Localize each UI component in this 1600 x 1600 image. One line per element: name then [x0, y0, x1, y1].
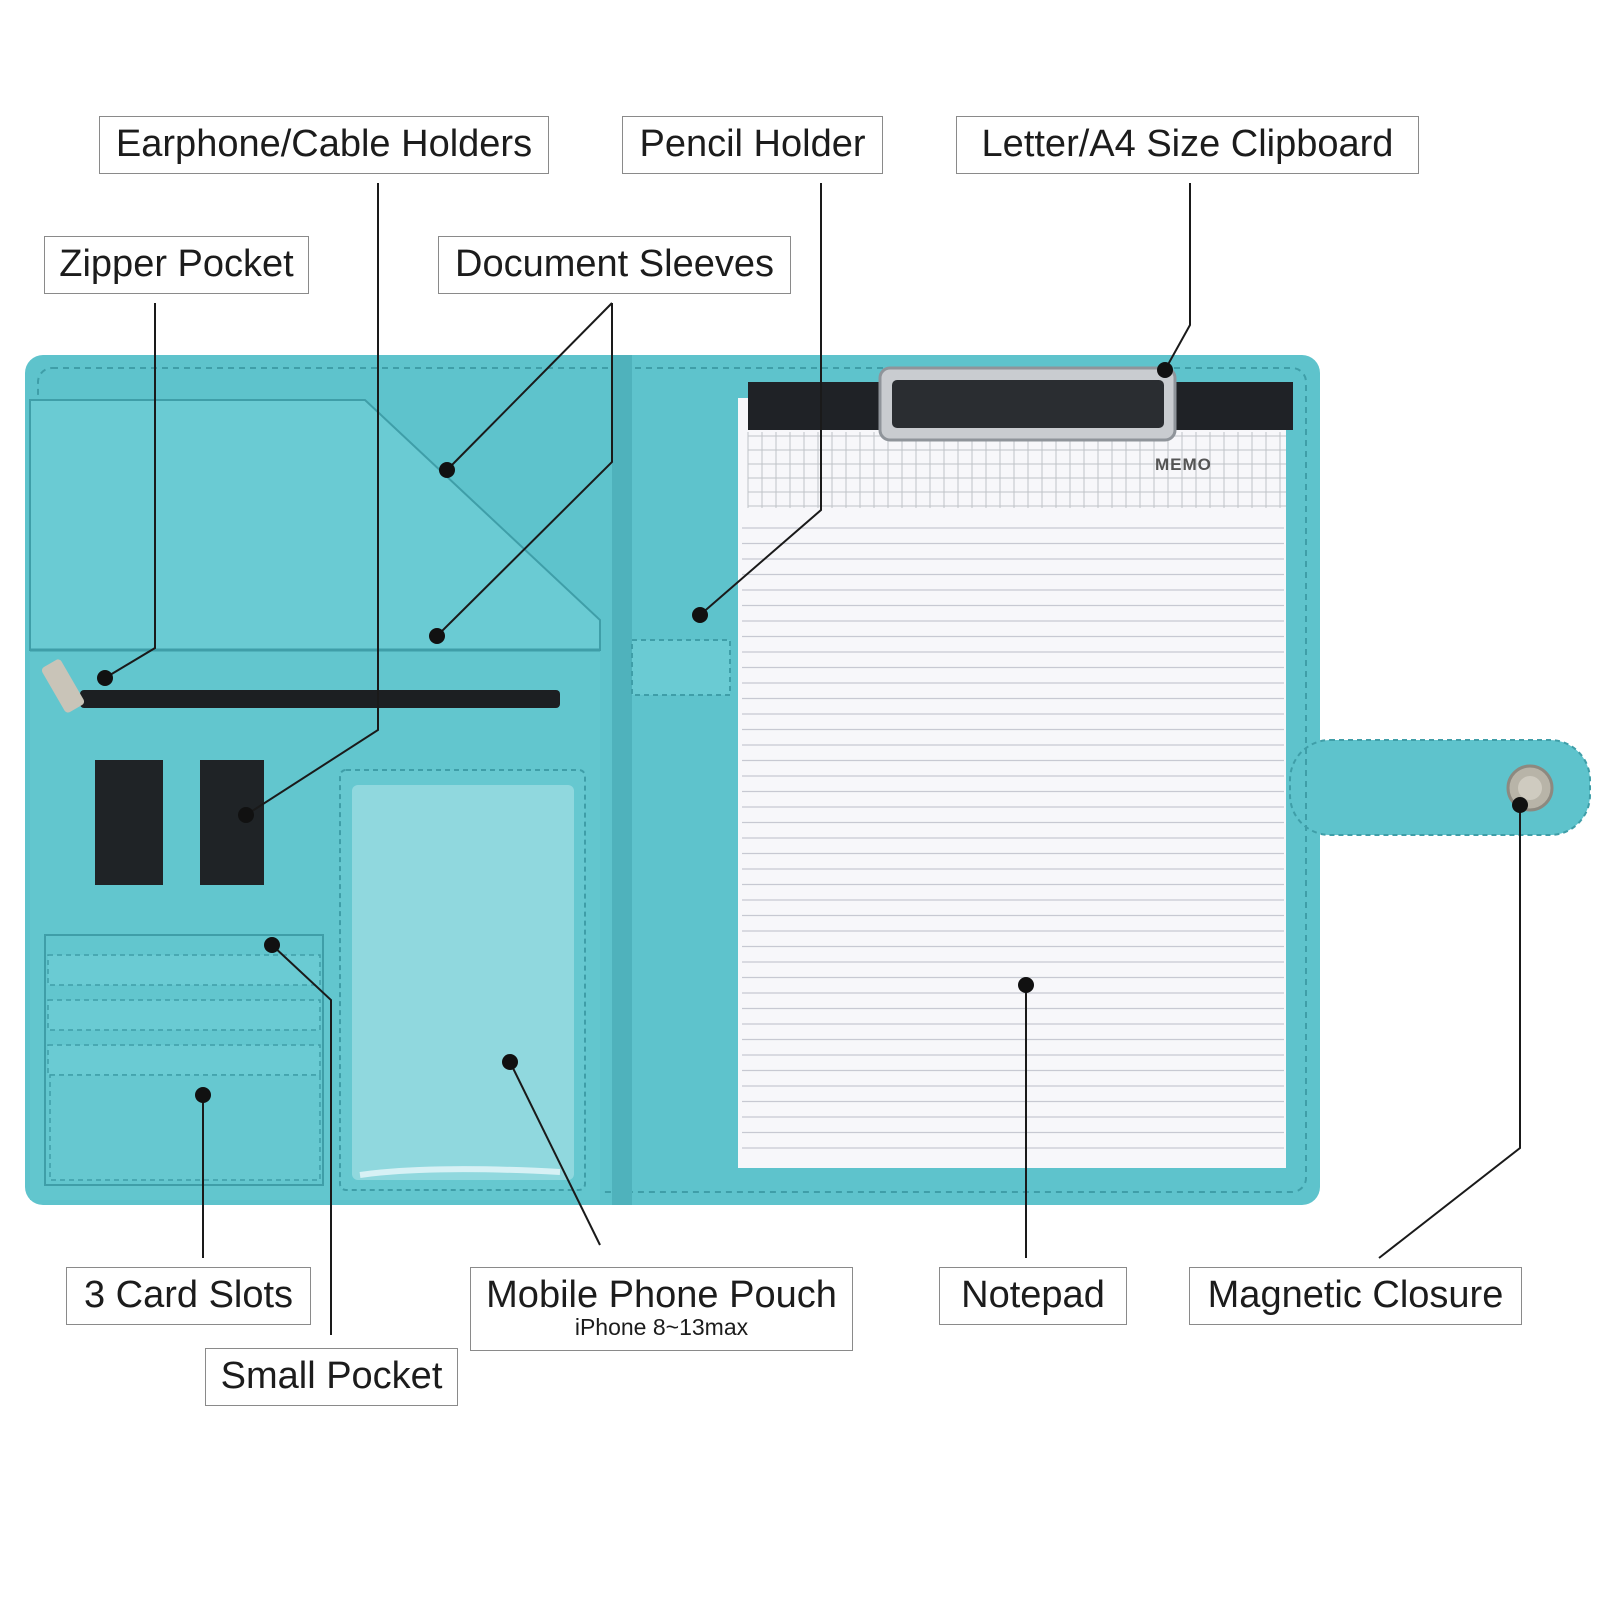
- document-sleeve-upper: [29, 399, 601, 651]
- small-pocket-dot: [264, 937, 280, 953]
- clipboard-label: Letter/A4 Size Clipboard: [956, 116, 1419, 174]
- earphone-label: Earphone/Cable Holders: [99, 116, 549, 174]
- folio-spine: [612, 355, 632, 1205]
- pencil-holder-loop: [631, 639, 731, 696]
- earphone-holder-right: [200, 760, 264, 885]
- phone-pouch-gloss: [359, 1166, 561, 1178]
- sleeves-dot-lower: [429, 628, 445, 644]
- phone-pouch-title: Mobile Phone Pouch: [486, 1274, 837, 1316]
- zipper-leader: [104, 303, 156, 679]
- clipboard-leader: [1164, 183, 1191, 371]
- closure-dot: [1512, 797, 1528, 813]
- notepad-dot: [1018, 977, 1034, 993]
- closure-label: Magnetic Closure: [1189, 1267, 1522, 1325]
- phone-pouch-window: [352, 785, 574, 1180]
- pencil-leader: [699, 183, 822, 616]
- sleeves-dot-upper: [439, 462, 455, 478]
- zipper-label: Zipper Pocket: [44, 236, 309, 294]
- closure-strap: [1290, 740, 1590, 835]
- small-pocket-label: Small Pocket: [205, 1348, 458, 1406]
- card-slot-2: [47, 999, 321, 1031]
- card-slot-1: [47, 954, 321, 986]
- earphone-holder-left: [95, 760, 163, 885]
- phone-pouch-dot: [502, 1054, 518, 1070]
- phone-pouch-subtitle: iPhone 8~13max: [574, 1314, 749, 1340]
- notepad-label: Notepad: [939, 1267, 1127, 1325]
- card-slot-3: [47, 1044, 321, 1076]
- clipboard-clip-plate: [892, 380, 1164, 428]
- small-pocket: [49, 1074, 321, 1181]
- sleeves-leader-upper: [446, 302, 613, 471]
- sleeves-label: Document Sleeves: [438, 236, 791, 294]
- zipper-dot: [97, 670, 113, 686]
- cards-label: 3 Card Slots: [66, 1267, 311, 1325]
- notepad-sheet: [738, 398, 1286, 1168]
- folio-stitch: [37, 367, 1307, 1193]
- cards-dot: [195, 1087, 211, 1103]
- ruled-lines: [742, 527, 1284, 1149]
- closure-strap-stitch: [1289, 739, 1591, 836]
- pencil-label: Pencil Holder: [622, 116, 883, 174]
- phone-pouch-label: Mobile Phone Pouch iPhone 8~13max: [470, 1267, 853, 1351]
- earphone-leader: [245, 183, 379, 816]
- memo-grid: [747, 432, 1286, 508]
- zipper-track: [80, 690, 560, 708]
- closure-leader: [1378, 805, 1521, 1259]
- clipboard-dot: [1157, 362, 1173, 378]
- magnetic-button-center: [1518, 776, 1542, 800]
- pencil-dot: [692, 607, 708, 623]
- small-pocket-leader: [271, 944, 332, 1335]
- phone-pouch-leader: [509, 1061, 601, 1246]
- sleeves-leader-lower: [436, 303, 613, 637]
- zipper-pull-icon: [41, 659, 85, 713]
- earphone-dot: [238, 807, 254, 823]
- memo-heading: MEMO: [1155, 455, 1212, 474]
